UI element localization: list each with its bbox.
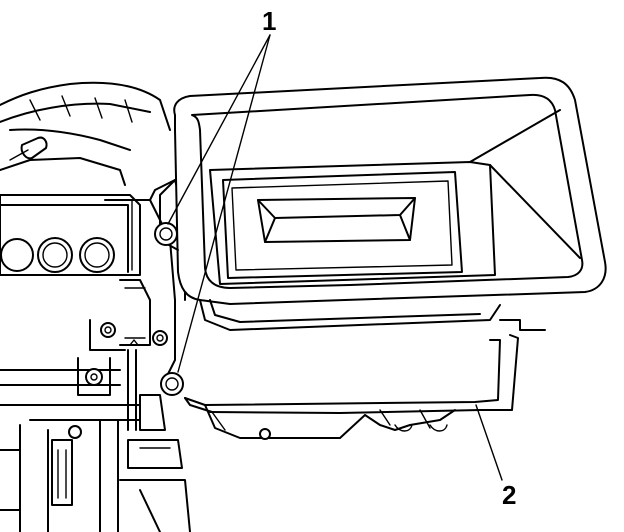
bolts xyxy=(154,222,184,396)
callout-label-1: 1 xyxy=(262,6,276,36)
center-vent-panel xyxy=(0,194,141,276)
round-vent xyxy=(0,238,34,272)
lower-mechanism xyxy=(0,339,191,532)
duct-housing xyxy=(159,76,607,331)
lower-bolt xyxy=(160,372,184,396)
instrument-panel xyxy=(0,81,171,186)
upper-bolt xyxy=(154,222,178,246)
leader-line-1b xyxy=(177,34,271,373)
callout-label-2: 2 xyxy=(502,480,516,510)
leader-line-2 xyxy=(475,404,503,481)
leader-line-1a xyxy=(167,34,271,225)
support-bracket xyxy=(184,334,519,440)
leader-lines xyxy=(167,34,503,481)
